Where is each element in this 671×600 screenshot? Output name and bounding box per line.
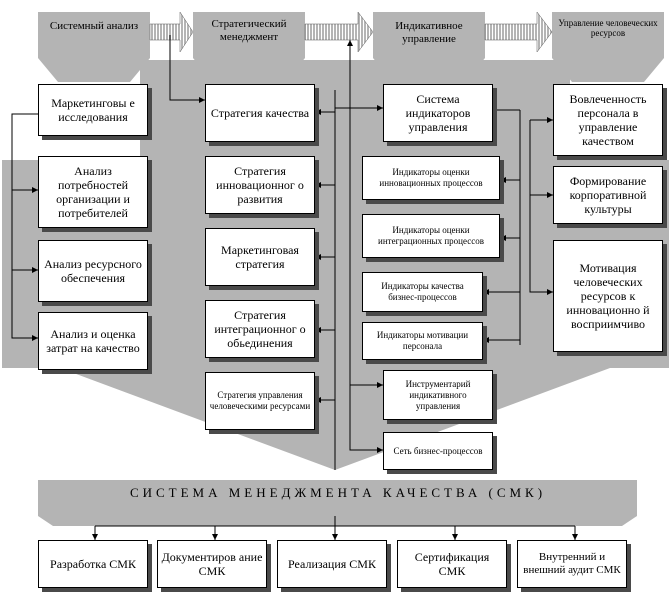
box-qms-audit: Внутренний и внешний аудит СМК xyxy=(517,540,627,588)
header-arrows xyxy=(149,11,553,53)
box-quality-strategy: Стратегия качества xyxy=(205,84,315,142)
box-needs-analysis: Анализ потребностей организации и потреб… xyxy=(38,156,148,228)
box-quality-cost-analysis: Анализ и оценка затрат на качество xyxy=(38,312,148,370)
box-business-process-network: Сеть бизнес-процессов xyxy=(383,432,493,470)
box-integration-strategy: Стратегия интеграционног о обьединения xyxy=(205,300,315,358)
box-innovation-strategy: Стратегия инновационног о развития xyxy=(205,156,315,214)
box-qms-documentation: Документиров ание СМК xyxy=(157,540,267,588)
box-corporate-culture: Формирование корпоративной культуры xyxy=(553,166,663,224)
header-human-resources: Управление человеческих ресурсов xyxy=(558,18,658,38)
header-funnels xyxy=(38,12,664,82)
box-indicative-toolkit: Инструментарий индикативного управления xyxy=(383,370,493,420)
box-qms-certification: Сертификация СМК xyxy=(397,540,507,588)
box-hr-strategy: Стратегия управления человеческими ресур… xyxy=(205,372,315,430)
qms-bar xyxy=(38,480,637,526)
box-integration-indicators: Индикаторы оценки интеграционных процесс… xyxy=(362,214,500,258)
box-motivation-indicators: Индикаторы мотивации персонала xyxy=(362,322,483,360)
arrowheads xyxy=(32,40,578,540)
box-marketing-strategy: Маркетинговая стратегия xyxy=(205,228,315,286)
box-hr-motivation: Мотивация человеческих ресурсов к иннова… xyxy=(553,240,663,352)
box-qms-implementation: Реализация СМК xyxy=(277,540,387,588)
box-staff-involvement: Вовлеченность персонала в управление кач… xyxy=(553,84,663,156)
box-marketing-research: Маркетинговы е исследования xyxy=(38,84,148,136)
header-indicative-management: Индикативное управление xyxy=(395,20,463,45)
box-business-process-indicators: Индикаторы качества бизнес-процессов xyxy=(362,272,483,312)
box-qms-development: Разработка СМК xyxy=(38,540,148,588)
box-resource-analysis: Анализ ресурсного обеспечения xyxy=(38,240,148,302)
box-innovation-indicators: Индикаторы оценки инновационных процессо… xyxy=(362,156,500,200)
box-indicator-system: Система индикаторов управления xyxy=(383,84,493,142)
qms-title: СИСТЕМА МЕНЕДЖМЕНТА КАЧЕСТВА (СМК) xyxy=(129,485,547,500)
header-system-analysis: Системный анализ xyxy=(49,20,139,32)
header-strategic-management: Стратегический менеджмент xyxy=(211,18,287,43)
